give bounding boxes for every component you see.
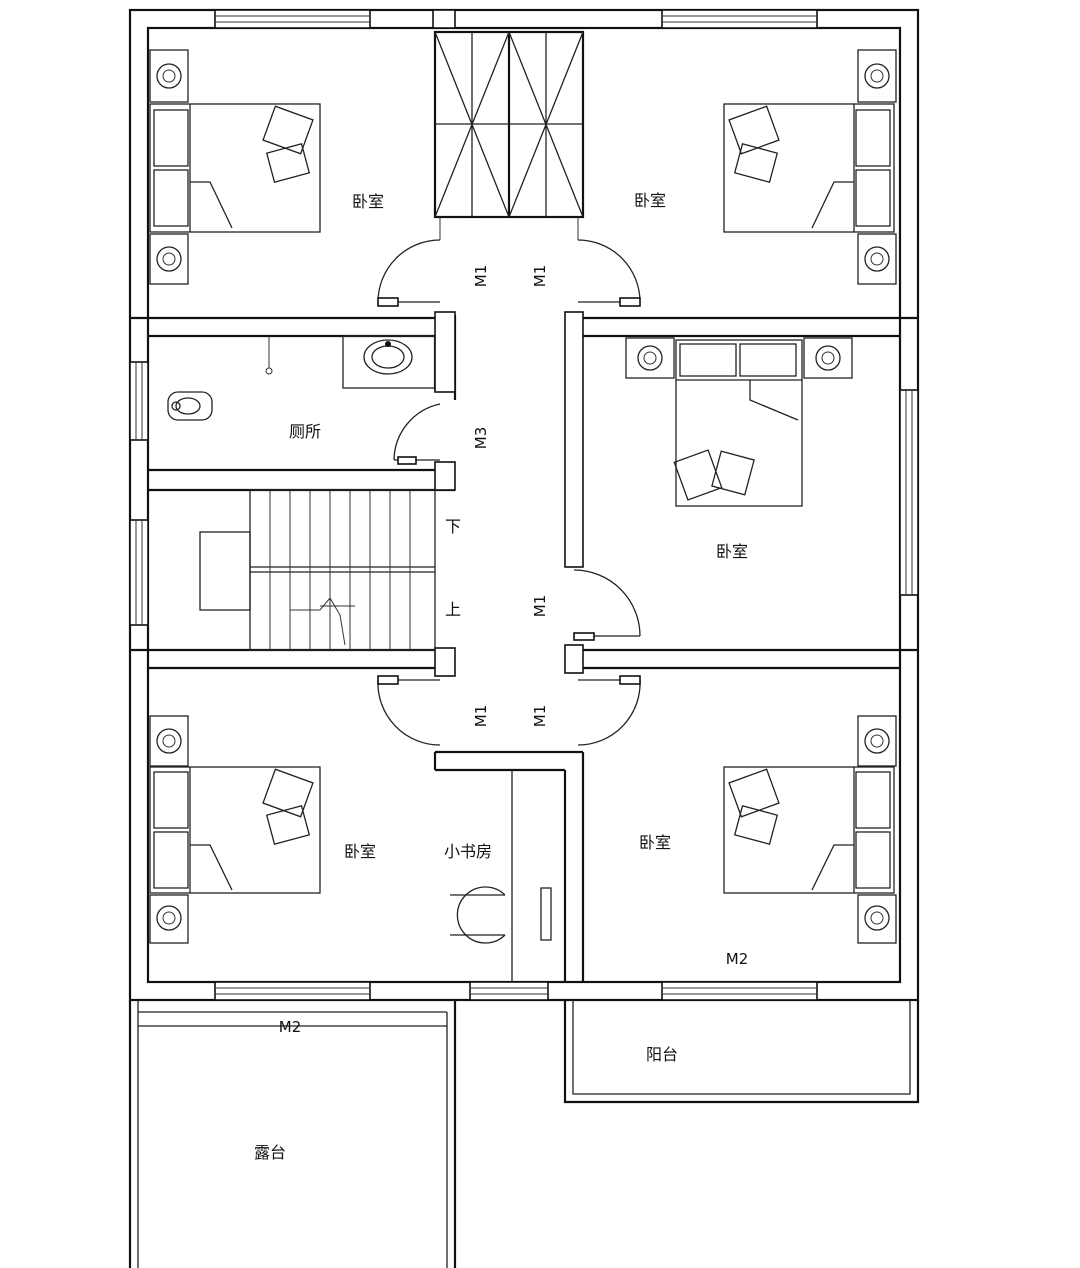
interior-walls <box>130 311 918 982</box>
wardrobe <box>433 30 585 240</box>
outer-walls <box>128 8 920 1002</box>
staircase <box>199 489 436 651</box>
left-windows <box>129 361 149 626</box>
label-door-m1-bottom-left: M1 <box>472 705 490 728</box>
study-fixtures <box>450 886 552 944</box>
balcony-outline <box>563 1000 920 1104</box>
label-door-m3-toilet: M3 <box>472 427 490 450</box>
label-bedroom-top-right: 卧室 <box>634 191 666 210</box>
label-bedroom-top-left: 卧室 <box>352 192 384 211</box>
label-door-m1-mid-right: M1 <box>531 595 549 618</box>
door-m1-mid-right <box>573 569 641 641</box>
bed-bottom-right <box>723 715 897 944</box>
label-door-m1-bottom-right: M1 <box>531 705 549 728</box>
bed-middle-right <box>625 337 853 507</box>
label-stair-up: 上 <box>445 600 461 619</box>
label-bedroom-bottom-right: 卧室 <box>639 833 671 852</box>
door-m1-bottom-right <box>577 675 641 746</box>
label-door-m1-top-right: M1 <box>531 265 549 288</box>
toilet-fixtures <box>167 335 436 421</box>
label-door-m1-top-left: M1 <box>472 265 490 288</box>
label-stair-down: 下 <box>445 517 461 536</box>
label-balcony: 阳台 <box>646 1045 678 1064</box>
door-m3-toilet <box>393 403 441 465</box>
door-m1-top-right <box>577 239 641 307</box>
label-bedroom-bottom-left: 卧室 <box>344 842 376 861</box>
label-door-m2-balcony: M2 <box>726 950 749 968</box>
top-windows <box>214 9 818 29</box>
bottom-openings <box>214 981 818 1001</box>
door-m1-bottom-left <box>377 675 441 746</box>
door-m1-top-left <box>377 239 441 307</box>
bed-top-left <box>149 49 321 285</box>
label-toilet: 厕所 <box>289 422 321 441</box>
bed-top-right <box>723 49 897 285</box>
label-study: 小书房 <box>444 842 492 861</box>
label-bedroom-middle-right: 卧室 <box>716 542 748 561</box>
terrace-outline <box>128 1000 457 1268</box>
label-door-m2-terrace: M2 <box>279 1018 302 1036</box>
bed-bottom-left <box>149 715 321 944</box>
right-window <box>899 389 919 596</box>
label-terrace: 露台 <box>254 1143 286 1162</box>
